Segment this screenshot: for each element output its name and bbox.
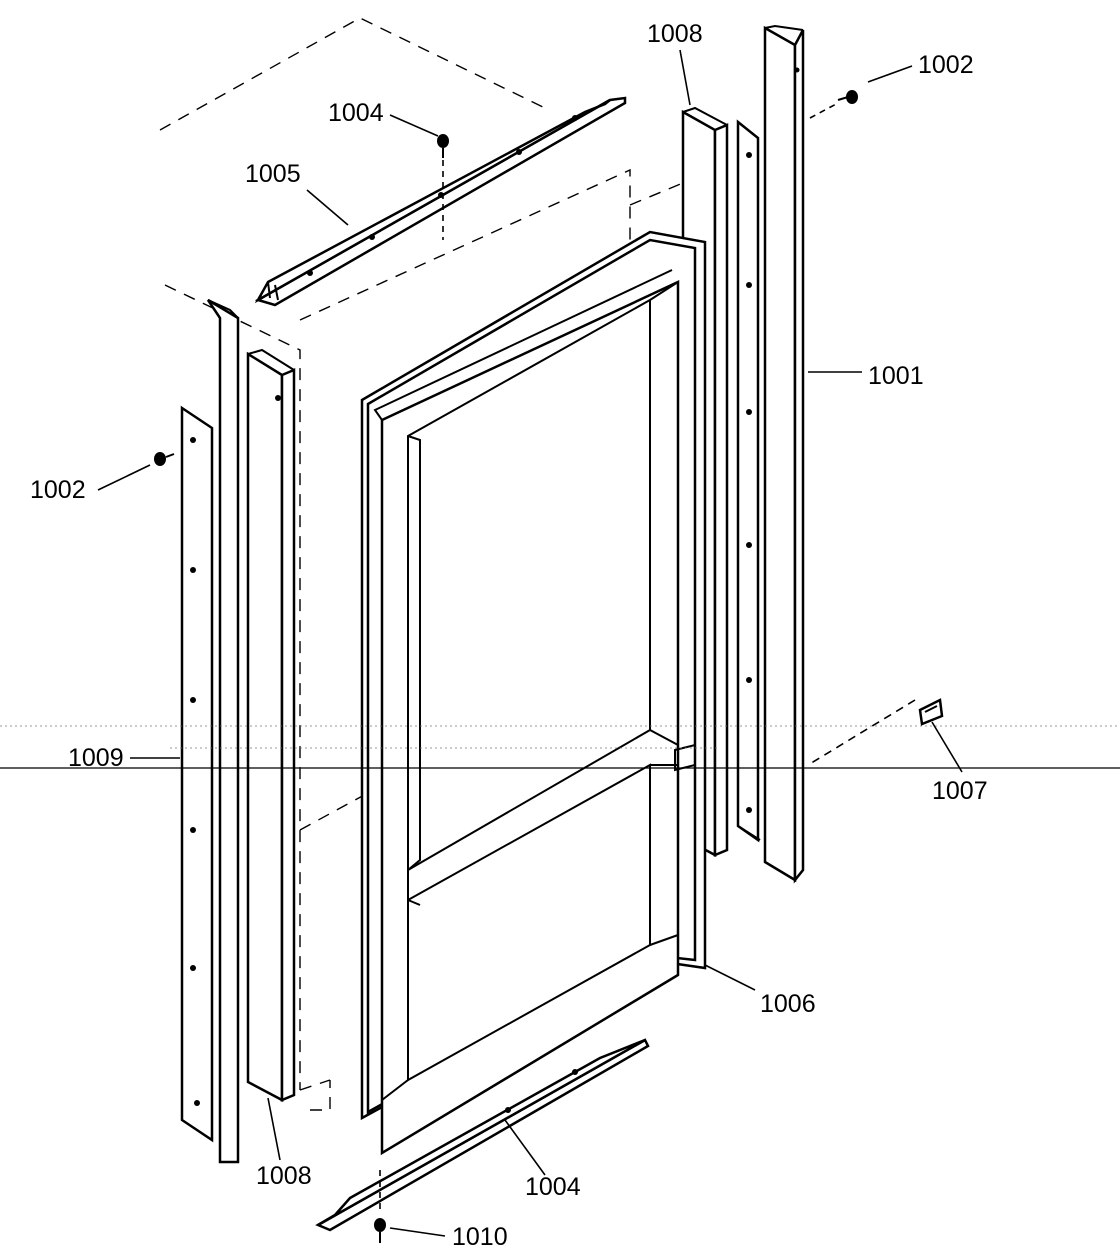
right-hinge-strip [736, 119, 761, 843]
callout-1002-top: 1002 [918, 51, 974, 79]
top-hinge-bracket [254, 96, 627, 307]
bottom-hinge-bracket [315, 1038, 650, 1232]
right-end-panel [763, 24, 805, 884]
clip-part-1007 [807, 698, 944, 766]
screw-icon-top-right [809, 90, 858, 119]
left-gasket-strip [246, 348, 296, 1103]
screw-icon-bottom [374, 1170, 386, 1243]
callout-1007: 1007 [932, 777, 988, 805]
callout-1010: 1010 [452, 1223, 508, 1251]
screw-icon-top [437, 134, 449, 240]
callout-1004-bottom: 1004 [525, 1173, 581, 1201]
callout-1009: 1009 [68, 744, 124, 772]
callout-1006: 1006 [760, 990, 816, 1018]
door-frame [360, 230, 707, 1156]
screw-icon-left [154, 452, 175, 466]
callout-1005: 1005 [245, 160, 301, 188]
callout-1002-left: 1002 [30, 476, 86, 504]
left-hinge-bracket [180, 298, 240, 1164]
callout-1004-top: 1004 [328, 99, 384, 127]
callout-1001: 1001 [868, 362, 924, 390]
leader-lines [97, 49, 963, 1237]
callout-1008-bottom: 1008 [256, 1162, 312, 1190]
reference-lines [0, 725, 1120, 769]
callout-1008-top: 1008 [647, 20, 703, 48]
